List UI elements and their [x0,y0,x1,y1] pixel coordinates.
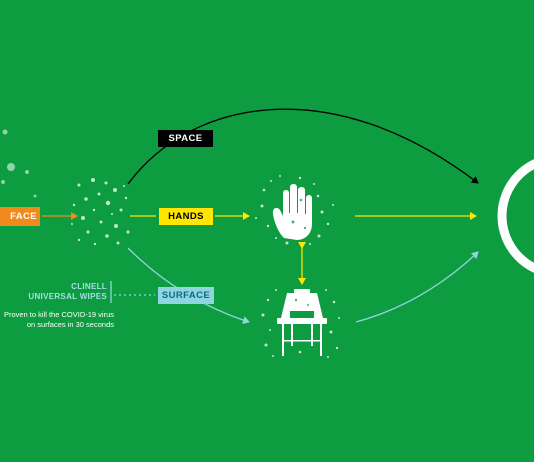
hands-label: HANDS [159,208,213,225]
face-label: FACE [0,207,40,226]
hand-particles [255,175,334,245]
product-name-line-2: UNIVERSAL WIPES [28,292,107,301]
surface-arrow-in [127,247,250,324]
claim-line-2: on surfaces in 30 seconds [26,320,114,329]
surface-arrow-out [355,251,479,323]
space-arrow [127,108,479,185]
virus-particles-icon [71,178,130,246]
claim-line-1: Proven to kill the COVID-19 virus [3,310,114,319]
space-label: SPACE [158,130,213,147]
hand-icon [272,184,312,240]
chair-icon [277,289,327,356]
target-circle-icon [497,159,534,273]
product-name-line-1: CLINELL [71,282,107,291]
surface-label: SURFACE [158,287,214,304]
droplets-left [1,129,37,198]
chair-particles [261,289,340,358]
